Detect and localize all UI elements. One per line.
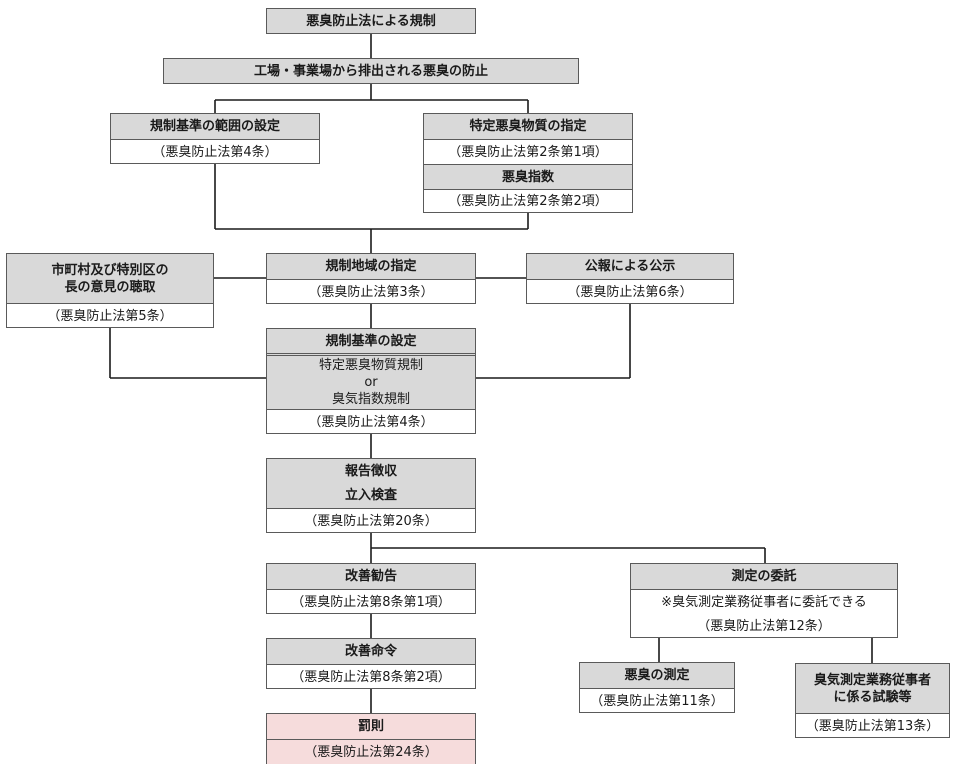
area-designation-ref: （悪臭防止法第3条） [308, 284, 434, 300]
report-inspection-title: 報告徴収 立入検査 [267, 459, 475, 509]
improvement-order-box: 改善命令 （悪臭防止法第8条第2項） [266, 638, 476, 689]
prevention-box: 工場・事業場から排出される悪臭の防止 [163, 58, 579, 84]
index-ref: （悪臭防止法第2条第2項） [448, 194, 608, 209]
improvement-advice-title: 改善勧告 [267, 564, 475, 590]
municipal-title-line2: 長の意見の聴取 [64, 279, 156, 295]
odor-measurement-ref: （悪臭防止法第11条） [590, 693, 724, 709]
area-designation-title: 規制地域の指定 [267, 254, 475, 280]
standard-setting-title: 規制基準の設定 [267, 329, 475, 356]
improvement-advice-box: 改善勧告 （悪臭防止法第8条第1項） [266, 563, 476, 614]
municipal-title-line1: 市町村及び特別区の [51, 262, 169, 278]
standard-option-1: 特定悪臭物質規制 [318, 358, 423, 373]
penalty-ref: （悪臭防止法第24条） [267, 740, 475, 764]
exam-title-line2: に係る試験等 [833, 689, 912, 705]
worker-exam-title: 臭気測定業務従事者 に係る試験等 [796, 664, 949, 714]
standard-setting-box: 規制基準の設定 特定悪臭物質規制 or 臭気指数規制 （悪臭防止法第4条） [266, 328, 476, 434]
range-setting-title: 規制基準の範囲の設定 [111, 114, 319, 140]
range-setting-ref: （悪臭防止法第4条） [152, 144, 278, 160]
municipal-opinion-title: 市町村及び特別区の 長の意見の聴取 [7, 254, 213, 304]
report-title-line2: 立入検査 [344, 487, 397, 503]
substance-ref: （悪臭防止法第2条第1項） [424, 140, 632, 165]
municipal-opinion-box: 市町村及び特別区の 長の意見の聴取 （悪臭防止法第5条） [6, 253, 214, 328]
odor-measurement-box: 悪臭の測定 （悪臭防止法第11条） [579, 662, 735, 713]
penalty-box: 罰則 （悪臭防止法第24条） [266, 713, 476, 764]
standard-setting-ref: （悪臭防止法第4条） [308, 414, 434, 430]
improvement-order-ref: （悪臭防止法第8条第2項） [291, 669, 451, 685]
public-notice-ref: （悪臭防止法第6条） [567, 284, 693, 300]
range-setting-box: 規制基準の範囲の設定 （悪臭防止法第4条） [110, 113, 320, 164]
index-title: 悪臭指数 [424, 165, 632, 190]
measurement-commission-note: ※臭気測定業務従事者に委託できる [661, 594, 867, 610]
report-inspection-box: 報告徴収 立入検査 （悪臭防止法第20条） [266, 458, 476, 533]
report-inspection-ref: （悪臭防止法第20条） [304, 513, 438, 529]
improvement-advice-ref: （悪臭防止法第8条第1項） [291, 594, 451, 610]
worker-exam-ref: （悪臭防止法第13条） [805, 718, 940, 734]
worker-exam-box: 臭気測定業務従事者 に係る試験等 （悪臭防止法第13条） [795, 663, 950, 738]
odor-measurement-title: 悪臭の測定 [580, 663, 734, 689]
standard-options: 特定悪臭物質規制 or 臭気指数規制 [267, 356, 475, 410]
penalty-title: 罰則 [267, 714, 475, 740]
substance-box: 特定悪臭物質の指定 （悪臭防止法第2条第1項） 悪臭指数 （悪臭防止法第2条第2… [423, 113, 633, 213]
public-notice-box: 公報による公示 （悪臭防止法第6条） [526, 253, 734, 304]
report-title-line1: 報告徴収 [344, 463, 397, 479]
standard-option-2: 臭気指数規制 [331, 392, 410, 407]
municipal-opinion-ref: （悪臭防止法第5条） [47, 308, 173, 324]
measurement-commission-title: 測定の委託 [631, 564, 897, 590]
area-designation-box: 規制地域の指定 （悪臭防止法第3条） [266, 253, 476, 304]
law-title-box: 悪臭防止法による規制 [266, 8, 476, 34]
measurement-commission-box: 測定の委託 ※臭気測定業務従事者に委託できる （悪臭防止法第12条） [630, 563, 898, 638]
public-notice-title: 公報による公示 [527, 254, 733, 280]
improvement-order-title: 改善命令 [267, 639, 475, 665]
exam-title-line1: 臭気測定業務従事者 [813, 672, 931, 688]
measurement-commission-ref: （悪臭防止法第12条） [697, 618, 831, 634]
standard-option-or: or [364, 375, 378, 390]
substance-title: 特定悪臭物質の指定 [424, 114, 632, 140]
